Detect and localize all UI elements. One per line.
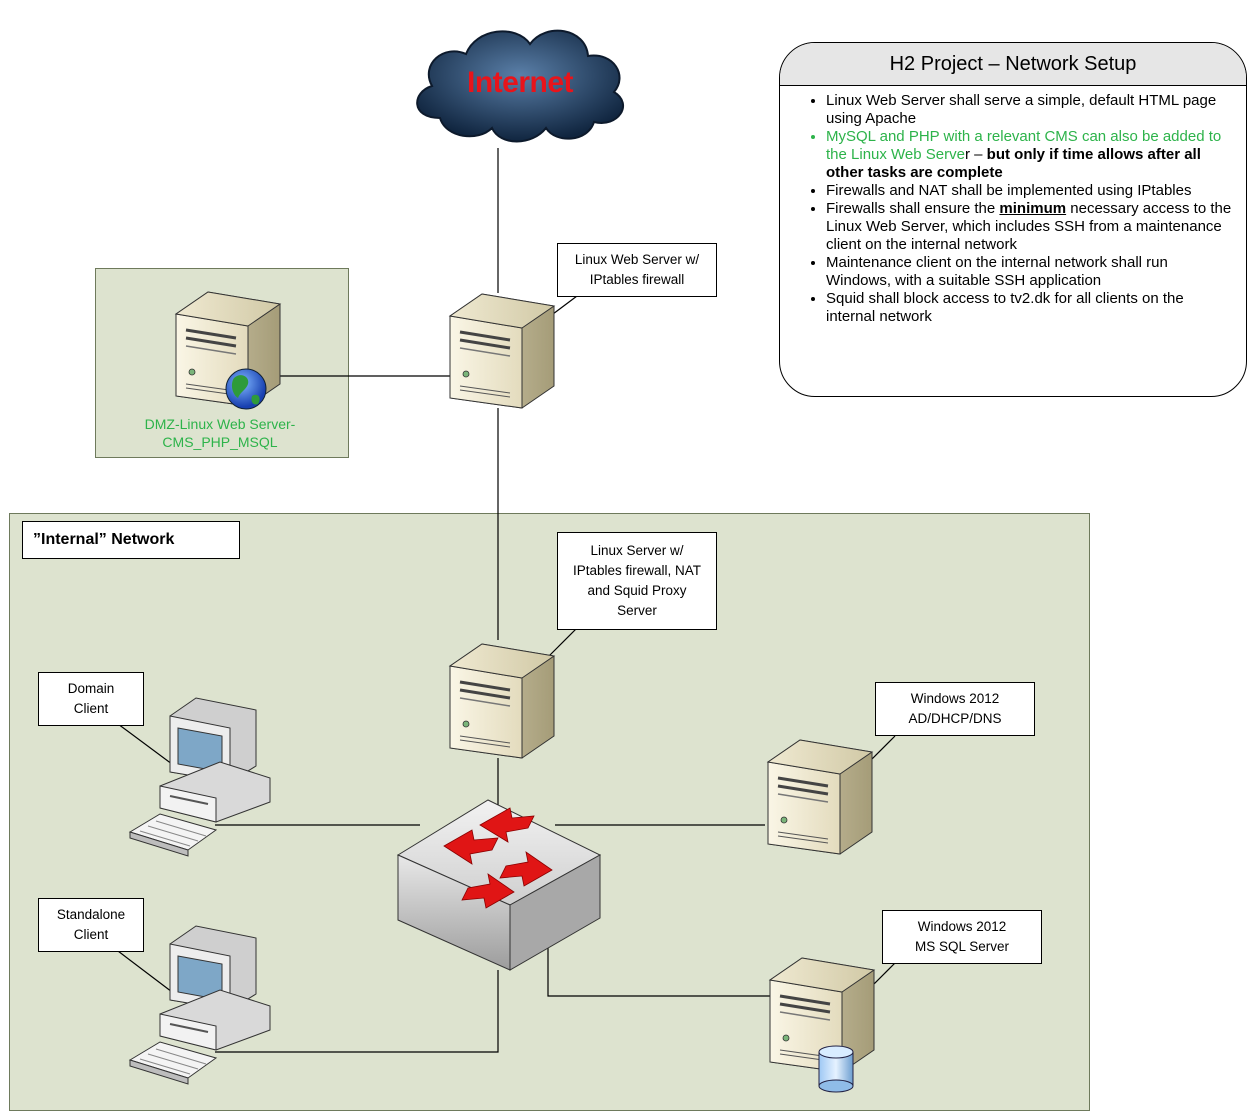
ad-server-label-line1: Windows 2012 xyxy=(910,691,1000,706)
domain-client-pc-icon xyxy=(129,697,271,857)
web-server-label-box: Linux Web Server w/ IPtables firewall xyxy=(557,243,717,297)
dmz-server-icon xyxy=(174,290,282,410)
domain-client-label-line1: Domain xyxy=(67,681,115,696)
connection-lines xyxy=(117,148,896,1053)
internet-label: Internet xyxy=(466,66,574,99)
requirement-optional-green: MySQL and PHP with a relevant CMS can al… xyxy=(826,128,1222,163)
project-title: H2 Project – Network Setup xyxy=(780,43,1246,86)
requirement-item: Linux Web Server shall serve a simple, d… xyxy=(826,92,1234,128)
proxy-label-line3: and Squid Proxy xyxy=(587,583,687,598)
domain-client-label-box: Domain Client xyxy=(38,672,144,726)
requirements-list: Linux Web Server shall serve a simple, d… xyxy=(780,92,1246,326)
web-server-label-line1: Linux Web Server w/ xyxy=(574,252,700,267)
requirement-after: necessary access to the Linux Web Server… xyxy=(826,200,1232,253)
windows-sql-server-icon xyxy=(768,956,876,1093)
requirement-item: Maintenance client on the internal netwo… xyxy=(826,254,1234,290)
dmz-server-label: DMZ-Linux Web Server- CMS_PHP_MSQL xyxy=(110,415,330,451)
standalone-client-label-line2: Client xyxy=(73,927,109,942)
callout-proxy xyxy=(544,627,578,661)
proxy-label-line2: IPtables firewall, NAT xyxy=(572,563,702,578)
sql-server-label-line2: MS SQL Server xyxy=(914,939,1010,954)
link-switch-sqlserver xyxy=(547,945,770,997)
requirement-optional-bold: but only if time allows after all other … xyxy=(826,146,1201,181)
network-switch-icon xyxy=(396,799,602,971)
internal-network-title: ”Internal” Network xyxy=(22,521,240,559)
link-standaloneclient-switch xyxy=(215,970,499,1053)
standalone-client-label-line1: Standalone xyxy=(56,907,126,922)
dmz-label-line2: CMS_PHP_MSQL xyxy=(162,434,278,450)
proxy-label-line4: Server xyxy=(617,603,657,618)
proxy-label-line1: Linux Server w/ xyxy=(590,543,684,558)
requirement-emphasis: minimum xyxy=(999,200,1067,217)
requirement-item-optional: MySQL and PHP with a relevant CMS can al… xyxy=(826,128,1234,182)
standalone-client-label-box: Standalone Client xyxy=(38,898,144,952)
project-requirements-panel: H2 Project – Network Setup Linux Web Ser… xyxy=(779,42,1247,397)
requirement-item: Squid shall block access to tv2.dk for a… xyxy=(826,290,1234,326)
standalone-client-pc-icon xyxy=(129,925,271,1085)
linux-web-server-icon xyxy=(448,292,556,410)
sql-server-label-line1: Windows 2012 xyxy=(917,919,1007,934)
requirement-item: Firewalls shall ensure the minimum neces… xyxy=(826,200,1234,254)
ad-server-label-box: Windows 2012 AD/DHCP/DNS xyxy=(875,682,1035,736)
dmz-label-line1: DMZ-Linux Web Server- xyxy=(144,416,296,432)
web-server-label-line2: IPtables firewall xyxy=(589,272,685,287)
sql-server-label-box: Windows 2012 MS SQL Server xyxy=(882,910,1042,964)
internet-cloud-icon xyxy=(416,29,625,143)
requirement-item: Firewalls and NAT shall be implemented u… xyxy=(826,182,1234,200)
windows-ad-server-icon xyxy=(766,738,874,856)
requirement-before: Firewalls shall ensure the xyxy=(826,200,1000,217)
requirement-optional-plain: r – xyxy=(964,146,987,163)
linux-proxy-server-icon xyxy=(448,642,556,760)
ad-server-label-line2: AD/DHCP/DNS xyxy=(908,711,1002,726)
domain-client-label-line2: Client xyxy=(73,701,109,716)
proxy-server-label-box: Linux Server w/ IPtables firewall, NAT a… xyxy=(557,532,717,630)
